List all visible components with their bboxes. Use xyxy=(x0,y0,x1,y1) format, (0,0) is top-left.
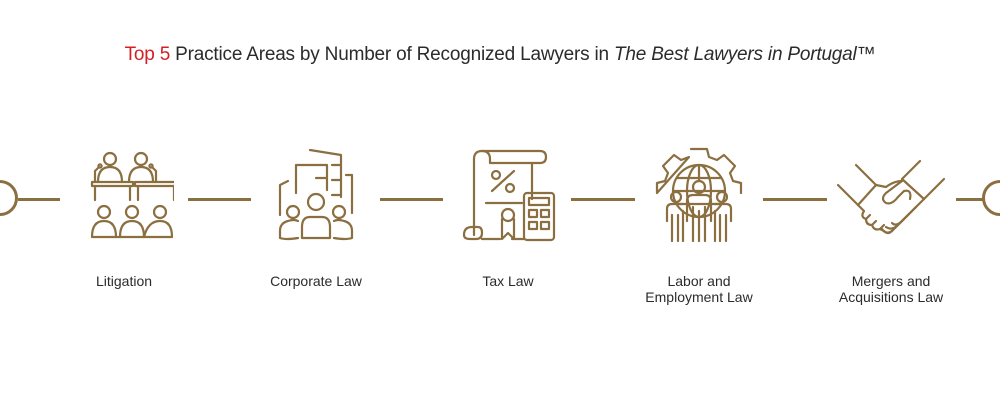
label-line-2: Acquisitions Law xyxy=(838,289,944,305)
connector-line xyxy=(380,198,443,201)
corporate-team-icon xyxy=(278,148,354,241)
gear-globe-workers-icon xyxy=(655,147,743,243)
practice-area-label: Corporate Law xyxy=(270,273,362,289)
practice-area-mergers-acquisitions-law: Mergers and Acquisitions Law xyxy=(801,145,981,305)
title-trademark: ™ xyxy=(856,44,876,65)
practice-area-label: Litigation xyxy=(95,273,153,289)
tax-document-calculator-icon xyxy=(462,149,556,242)
practice-area-tax-law: Tax Law xyxy=(418,145,598,289)
timeline-end-cap xyxy=(982,180,1000,216)
title-main: Practice Areas by Number of Recognized L… xyxy=(170,44,614,65)
practice-area-corporate-law: Corporate Law xyxy=(226,145,406,289)
connector-line xyxy=(956,198,984,201)
courtroom-icon xyxy=(90,151,174,239)
label-line-1: Labor and xyxy=(667,273,731,289)
practice-area-label: Mergers and Acquisitions Law xyxy=(801,273,981,305)
connector-line xyxy=(18,198,60,201)
practice-area-label: Labor and Employment Law xyxy=(609,273,789,305)
practice-area-litigation: Litigation xyxy=(34,145,214,289)
connector-line xyxy=(188,198,251,201)
title-accent: Top 5 xyxy=(124,44,171,65)
title-publication: The Best Lawyers in Portugal xyxy=(613,44,857,65)
practice-area-label: Tax Law xyxy=(482,273,534,289)
connector-line xyxy=(571,198,635,201)
timeline-start-cap xyxy=(0,180,18,216)
label-line-1: Mergers and xyxy=(851,273,931,289)
page-title: Top 5 Practice Areas by Number of Recogn… xyxy=(0,44,1000,66)
connector-line xyxy=(763,198,827,201)
handshake-icon xyxy=(836,159,946,235)
practice-area-labor-employment-law: Labor and Employment Law xyxy=(609,145,789,305)
label-line-2: Employment Law xyxy=(645,289,753,305)
